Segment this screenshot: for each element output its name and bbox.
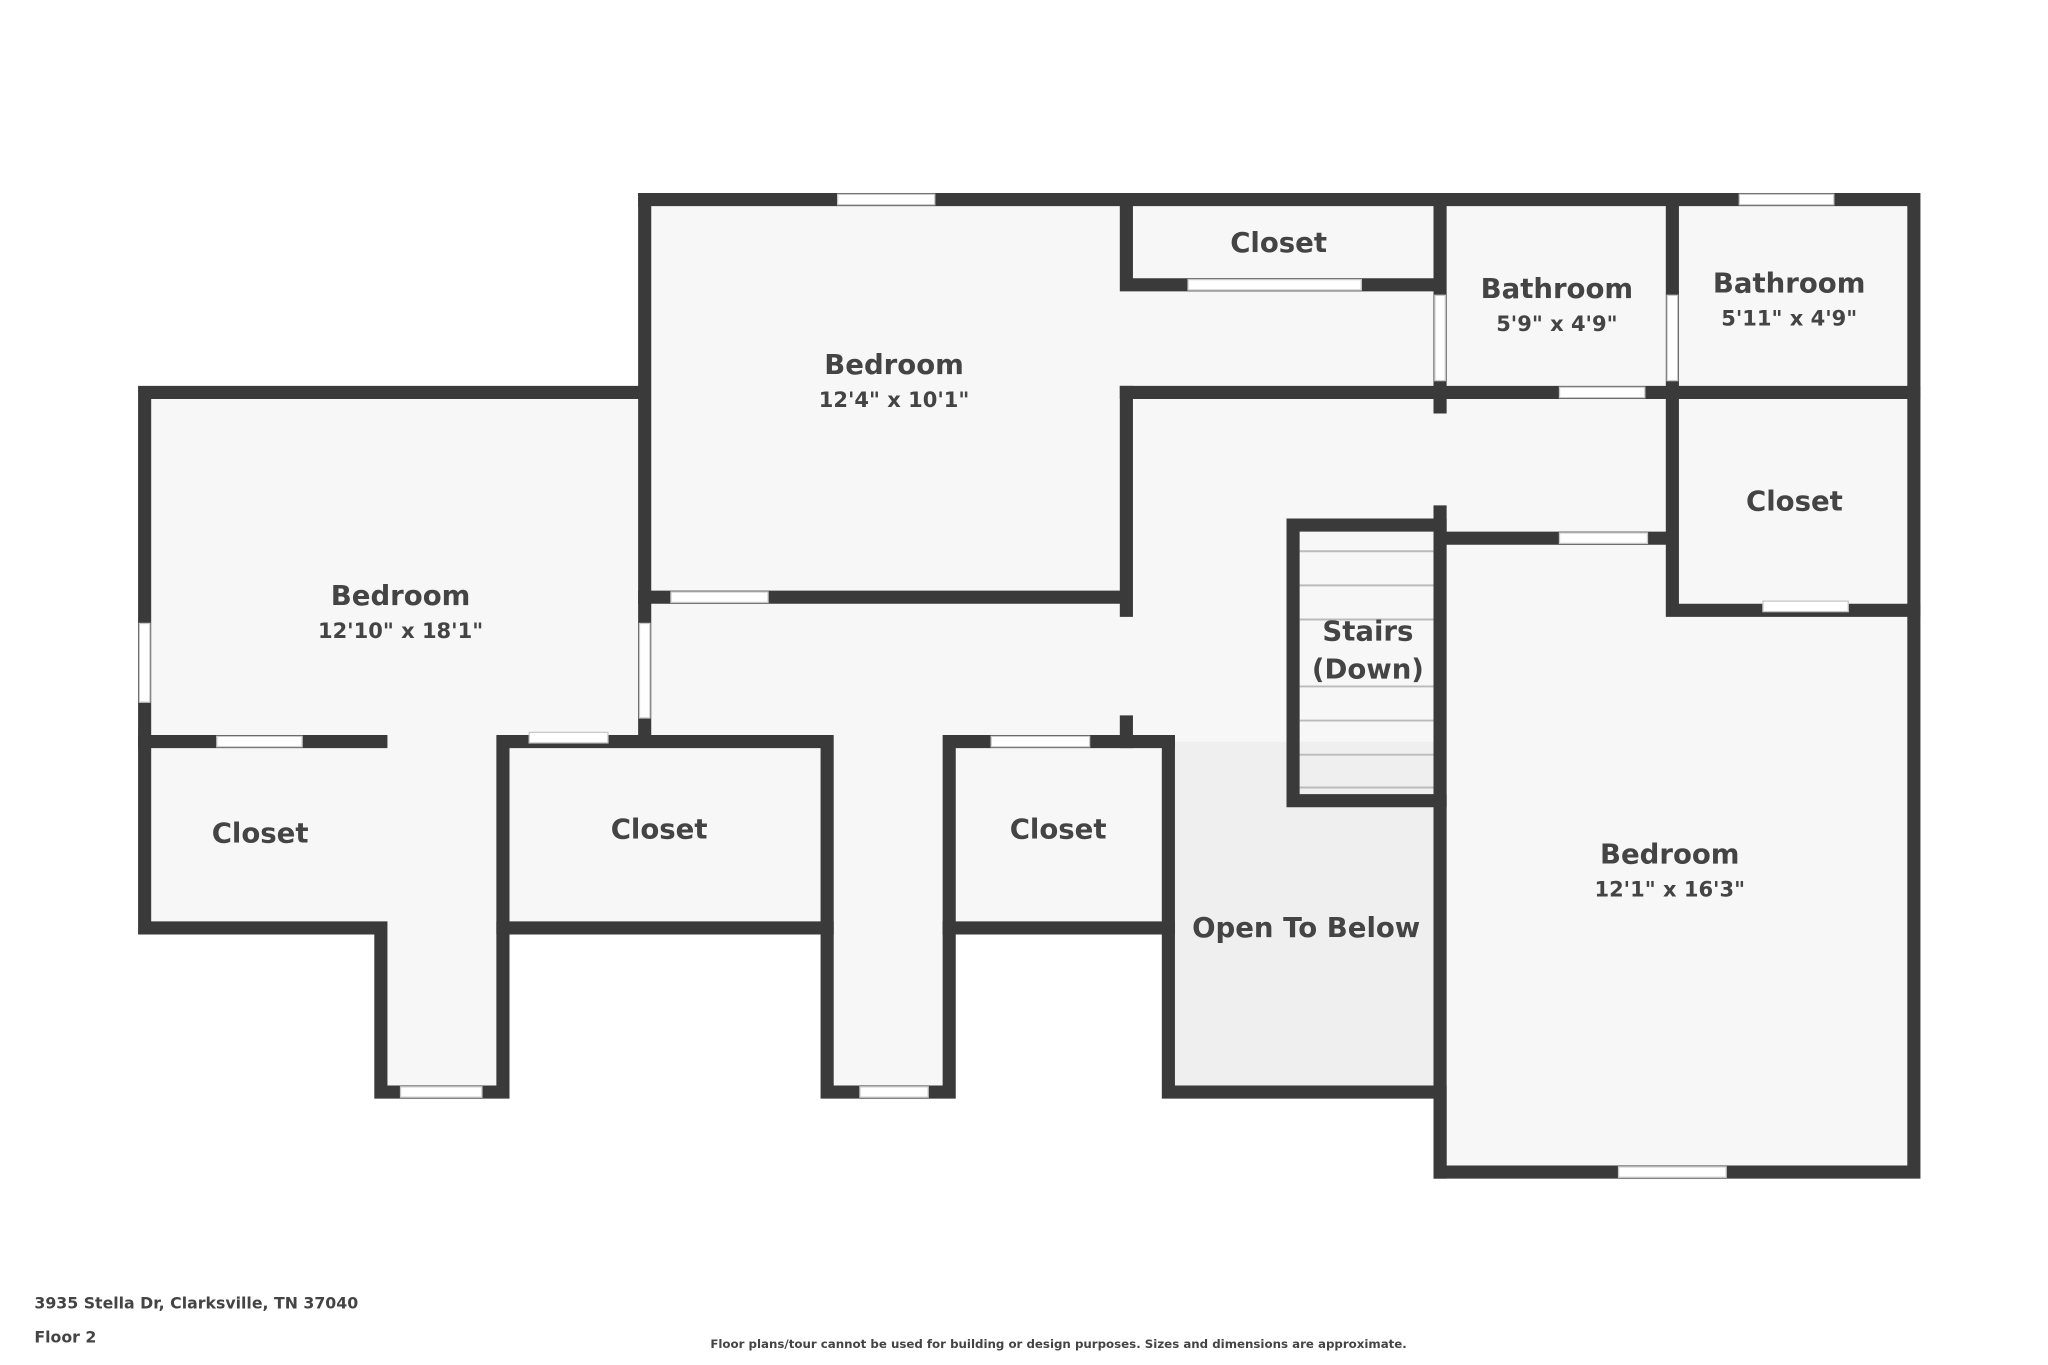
closet-1-name: Closet xyxy=(212,818,309,850)
window xyxy=(1617,1166,1727,1178)
door xyxy=(1434,294,1446,382)
window xyxy=(836,193,936,206)
bathroom-2-dims: 5'11" x 4'9" xyxy=(1721,307,1857,331)
bedroom-left-name: Bedroom xyxy=(331,580,471,612)
address: 3935 Stella Dr, Clarksville, TN 37040 xyxy=(34,1294,358,1313)
floor-label: Floor 2 xyxy=(34,1328,96,1347)
bathroom-1-dims: 5'9" x 4'9" xyxy=(1496,312,1617,336)
door xyxy=(638,622,651,719)
window xyxy=(399,1086,483,1098)
window xyxy=(138,622,151,703)
room-fills xyxy=(144,199,1914,1173)
open-to-below-name: Open To Below xyxy=(1192,912,1420,944)
window xyxy=(1738,193,1835,206)
closet-top-name: Closet xyxy=(1230,227,1327,259)
bedroom-right-dims: 12'1" x 16'3" xyxy=(1594,877,1745,901)
bathroom-2-name: Bathroom xyxy=(1713,268,1866,300)
closet-3-name: Closet xyxy=(1010,814,1107,846)
room-labels: Bedroom 12'10" x 18'1" Bedroom 12'4" x 1… xyxy=(212,227,1866,944)
door xyxy=(1666,294,1679,382)
bedroom-top-dims: 12'4" x 10'1" xyxy=(819,388,970,412)
bedroom-left-dims: 12'10" x 18'1" xyxy=(318,619,483,643)
bedroom-top-name: Bedroom xyxy=(824,349,964,381)
window xyxy=(859,1086,929,1098)
doors-windows xyxy=(138,193,1849,1178)
door xyxy=(216,735,303,748)
stair-treads xyxy=(1299,550,1434,789)
disclaimer: Floor plans/tour cannot be used for buil… xyxy=(710,1337,1406,1351)
door xyxy=(1558,386,1646,399)
closet-right-name: Closet xyxy=(1746,486,1843,518)
door xyxy=(990,735,1091,748)
door xyxy=(670,591,769,604)
door xyxy=(1558,532,1649,545)
bathroom-1-name: Bathroom xyxy=(1481,273,1634,305)
closet-2-name: Closet xyxy=(611,814,708,846)
door xyxy=(1187,278,1362,291)
stairs-name: Stairs xyxy=(1322,616,1413,648)
bedroom-right-name: Bedroom xyxy=(1600,839,1740,871)
door xyxy=(1762,600,1849,613)
door xyxy=(528,731,609,744)
stairs-direction: (Down) xyxy=(1312,654,1424,686)
